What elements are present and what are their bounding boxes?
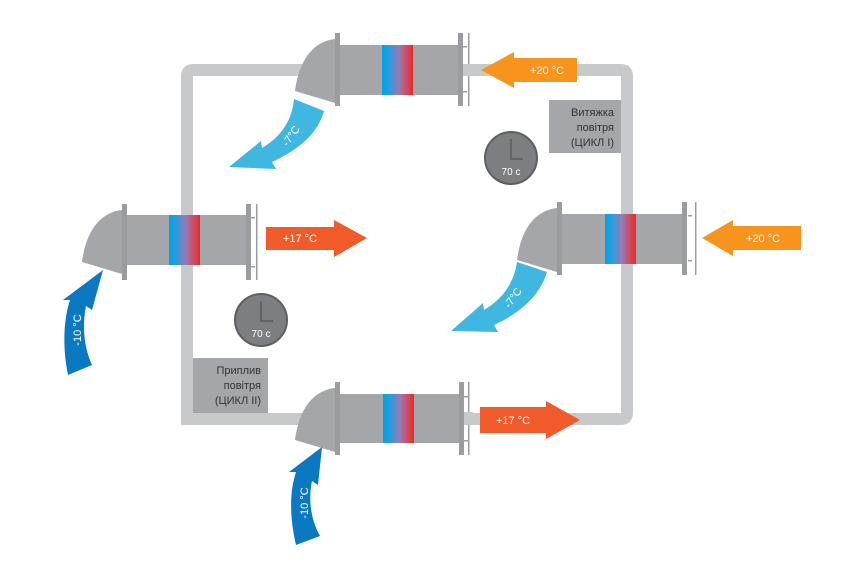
- heat-exchanger-stripe: [169, 215, 200, 265]
- hood-icon: [295, 39, 335, 103]
- arrow-top-cold-out: -7°C: [229, 99, 324, 169]
- arrow-right-in-label: +20 °C: [746, 233, 780, 245]
- arrow-bottom-in-label: -10 °C: [299, 487, 311, 518]
- supply-label-box: Приплив повітря (ЦИКЛ ІІ): [193, 358, 268, 413]
- arrow-bottom-out-label: +17 °C: [496, 415, 530, 427]
- hood-icon: [295, 388, 335, 452]
- heat-exchanger-stripe: [382, 45, 413, 95]
- supply-label-line-1: Приплив: [216, 365, 261, 377]
- arrow-bottom-warm-out: +17 °C: [480, 401, 580, 439]
- duct-frame: [181, 64, 633, 425]
- supply-label-line-2: повітря: [224, 380, 261, 392]
- extract-label-box: Витяжка повітря (ЦИКЛ І): [549, 100, 621, 153]
- ventilation-unit-bottom: [295, 382, 473, 455]
- extract-label-line-1: Витяжка: [571, 107, 615, 119]
- ventilation-unit-right: [517, 202, 697, 275]
- hood-icon: [517, 208, 557, 272]
- heat-exchanger-stripe: [383, 394, 414, 443]
- ventilation-unit-top: [295, 33, 473, 106]
- supply-clock-icon: 70 с: [234, 293, 288, 347]
- arrow-left-out-label: +17 °C: [283, 233, 317, 245]
- arrow-right-cold-out: -7°C: [451, 262, 547, 332]
- supply-clock-time: 70 с: [252, 329, 271, 340]
- arrow-bottom-cold-in: -10 °C: [289, 447, 322, 545]
- arrow-top-in-label: +20 °C: [530, 65, 564, 77]
- extract-clock-time: 70 с: [502, 167, 521, 178]
- arrow-left-warm-out: +17 °C: [266, 220, 367, 257]
- heat-exchanger-stripe: [605, 214, 636, 264]
- extract-label-line-3: (ЦИКЛ І): [571, 137, 614, 149]
- hood-icon: [82, 210, 122, 274]
- arrow-left-cold-in: -10 °C: [63, 270, 103, 375]
- ventilation-unit-left: [82, 204, 258, 280]
- extract-label-line-2: повітря: [577, 122, 614, 134]
- supply-label-line-3: (ЦИКЛ ІІ): [215, 395, 261, 407]
- arrow-left-in-label: -10 °C: [72, 314, 84, 345]
- arrow-right-warm-in: +20 °C: [702, 220, 801, 256]
- extract-clock-icon: 70 с: [484, 131, 538, 185]
- arrow-top-warm-in: +20 °C: [481, 52, 577, 88]
